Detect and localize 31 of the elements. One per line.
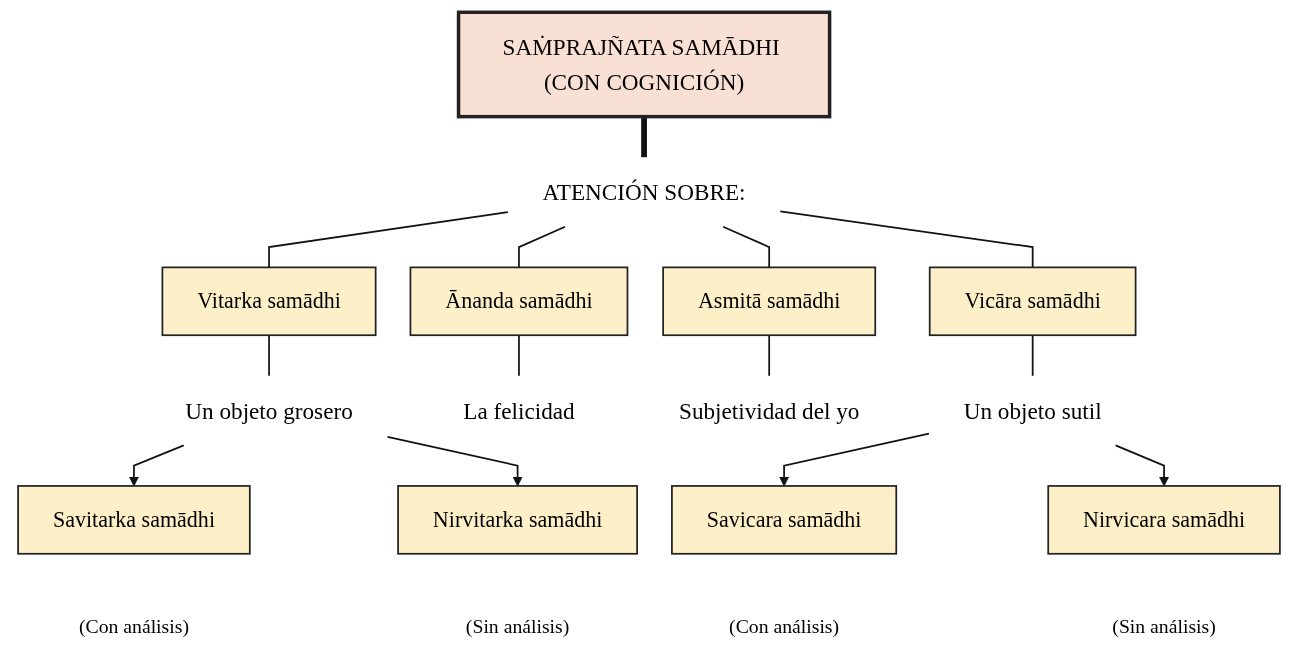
arrow <box>1114 444 1170 487</box>
node-box: Asmitā samādhi <box>662 266 877 337</box>
arrow <box>779 432 930 487</box>
node-box: Nirvitarka samādhi <box>397 485 638 555</box>
node-label: (Con análisis) <box>729 615 840 638</box>
node-box: Nirvicara samādhi <box>1047 485 1281 555</box>
connector <box>779 210 1034 269</box>
node-box: Savicara samādhi <box>671 485 898 555</box>
node-box: Ānanda samādhi <box>409 266 629 337</box>
node-text: Un objeto sutil <box>963 397 1102 424</box>
node-text: La felicidad <box>463 397 575 424</box>
connector <box>518 225 566 269</box>
arrow <box>386 435 523 487</box>
node-box: Vitarka samādhi <box>161 266 377 337</box>
connector <box>1031 334 1034 377</box>
node-text: Subjetividad del yo <box>679 397 860 424</box>
node-text: Un objeto grosero <box>185 397 353 424</box>
connector <box>722 225 771 269</box>
connector <box>518 334 520 377</box>
connector <box>768 334 771 377</box>
node-label: (Con análisis) <box>78 615 189 638</box>
node-label: (Sin análisis) <box>1112 615 1216 638</box>
connector <box>268 211 509 269</box>
connector <box>268 334 270 377</box>
connector <box>641 116 647 158</box>
node-box: Savitarka samādhi <box>17 485 251 555</box>
arrow <box>128 444 185 487</box>
node-box: SAṀPRAJÑATA SAMĀDHI (CON COGNICIÓN) <box>456 10 832 119</box>
node-box: Vicāra samādhi <box>928 266 1137 337</box>
node-label: (Sin análisis) <box>465 615 570 638</box>
node-text: ATENCIÓN SOBRE: <box>542 179 746 205</box>
